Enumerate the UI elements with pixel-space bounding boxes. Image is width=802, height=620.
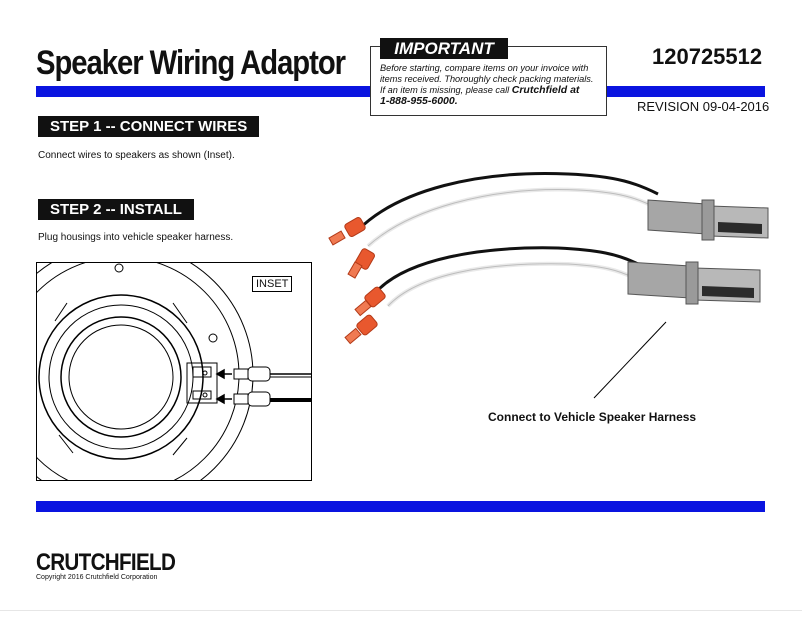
- arrow-minus-head: [215, 393, 225, 405]
- upper-white-wire-edge: [367, 189, 657, 247]
- speaker-surround-outer: [38, 294, 204, 460]
- speaker-surround-inner: [48, 304, 194, 450]
- phone-number: 1-888-955-6000.: [380, 95, 458, 107]
- step-1-text: Connect wires to speakers as shown (Inse…: [38, 150, 235, 161]
- header-bar-left: [36, 86, 370, 97]
- step-2-text: Plug housings into vehicle speaker harne…: [38, 232, 234, 243]
- important-phone: 1-888-955-6000.: [380, 96, 602, 107]
- header-bar-right: [605, 86, 765, 97]
- upper-black-wire: [356, 172, 659, 232]
- step-2-heading: STEP 2 -- INSTALL: [38, 199, 194, 220]
- frame-ribs: [54, 302, 188, 456]
- wiring-adaptor-illustration: [328, 172, 769, 399]
- important-label: IMPORTANT: [380, 38, 508, 59]
- speaker-cone-outer: [60, 316, 182, 438]
- terminal-minus-hole: [202, 392, 208, 398]
- lower-terminals: [344, 286, 386, 345]
- upper-terminal-1: [344, 217, 366, 237]
- upper-housing-collar: [701, 199, 715, 241]
- lower-terminal-2-tip: [344, 327, 362, 345]
- step-1-heading: STEP 1 -- CONNECT WIRES: [38, 116, 260, 137]
- important-text: Before starting, compare items on your i…: [380, 63, 602, 107]
- terminal-plus: [192, 366, 212, 378]
- upper-terminals: [328, 217, 375, 279]
- caption-leader-line: [593, 321, 667, 399]
- lower-black-wire: [376, 246, 639, 292]
- lower-white-wire-edge: [387, 263, 635, 307]
- speaker-cone-inner: [68, 324, 174, 430]
- terminal-minus: [192, 390, 212, 400]
- connector-minus-tip: [233, 393, 249, 405]
- upper-terminal-1-tip: [328, 230, 346, 246]
- arrow-plus-head: [215, 368, 225, 380]
- document-title: Speaker Wiring Adaptor: [36, 44, 346, 82]
- mount-hole-right: [208, 333, 218, 343]
- upper-white-wire: [366, 187, 657, 248]
- mount-hole-top: [114, 263, 124, 273]
- lower-white-wire: [386, 261, 635, 308]
- important-line-3: If an item is missing, please call Crutc…: [380, 85, 602, 96]
- footer-bar: [36, 501, 765, 512]
- lower-housing-collar: [685, 261, 699, 305]
- important-line-3-bold: Crutchfield at: [511, 84, 580, 96]
- lower-terminal-1-tip: [354, 299, 372, 317]
- important-line-1: Before starting, compare items on your i…: [380, 63, 589, 73]
- lower-terminal-2: [356, 314, 378, 336]
- upper-terminal-2-tip: [347, 261, 363, 279]
- diagram-caption: Connect to Vehicle Speaker Harness: [488, 410, 697, 424]
- lower-housing-body: [627, 261, 691, 299]
- page-bottom-divider: [0, 610, 802, 611]
- speaker-terminal-diagram: [37, 263, 311, 480]
- copyright-text: Copyright 2016 Crutchfield Corporation: [36, 574, 158, 581]
- connector-plus-body: [247, 366, 271, 382]
- part-number: 120725512: [652, 44, 763, 69]
- lower-housing-opening: [702, 286, 754, 298]
- upper-housing-body: [647, 199, 707, 235]
- terminal-plus-hole: [202, 370, 208, 376]
- important-line-3-prefix: If an item is missing, please call: [380, 85, 512, 95]
- connector-minus-body: [247, 391, 271, 407]
- upper-housing-opening: [718, 222, 762, 234]
- connector-plus-tip: [233, 368, 249, 380]
- important-line-2: items received. Thoroughly check packing…: [380, 74, 594, 84]
- upper-harness-housing: [647, 199, 769, 241]
- revision-date: REVISION 09-04-2016: [637, 99, 770, 114]
- lower-harness-housing: [627, 261, 761, 305]
- terminal-block: [186, 362, 218, 404]
- inset-label: INSET: [252, 276, 293, 292]
- inset-diagram: [36, 262, 312, 481]
- crutchfield-logo: CRUTCHFIELD: [36, 549, 176, 576]
